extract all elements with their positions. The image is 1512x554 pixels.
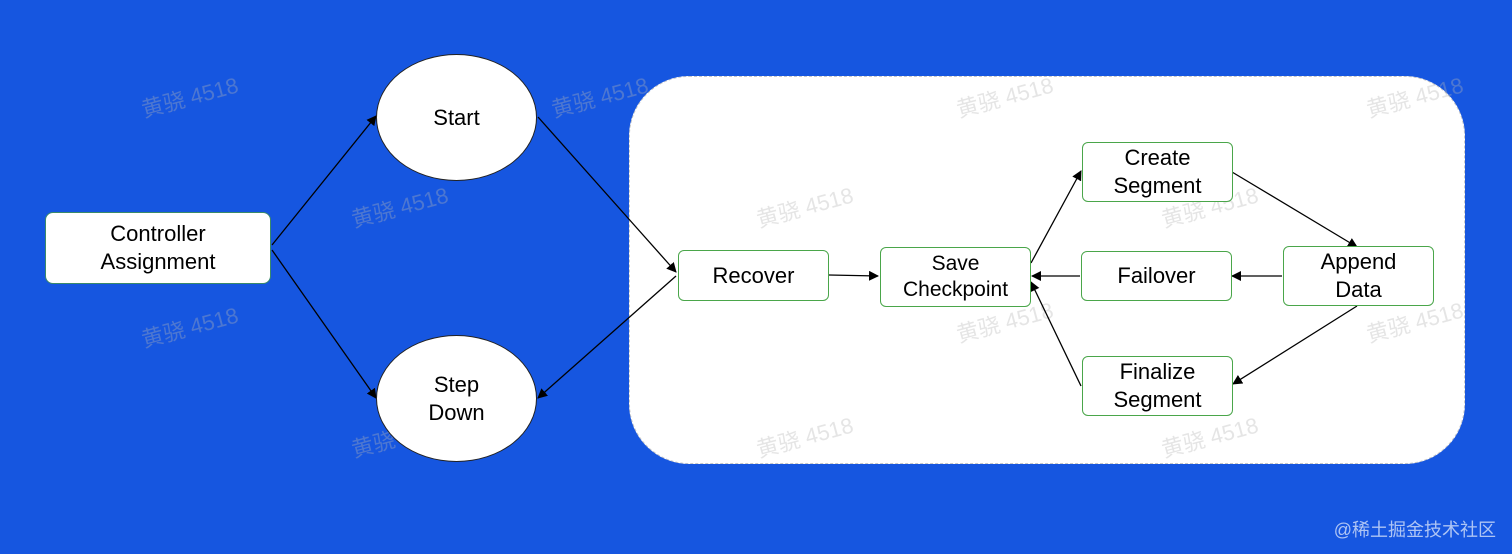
edge-recover-to-save-checkpoint	[828, 270, 879, 281]
finalize-segment-node: Finalize Segment	[1082, 356, 1233, 416]
append-data-node: Append Data	[1283, 246, 1434, 306]
edge-controller-to-start	[271, 115, 377, 246]
edge-finalize-to-save	[1030, 281, 1082, 387]
recover-node: Recover	[678, 250, 829, 301]
start-node: Start	[376, 54, 537, 181]
step-down-node: Step Down	[376, 335, 537, 462]
create-segment-node: Create Segment	[1082, 142, 1233, 202]
edge-save-to-create-segment	[1030, 170, 1082, 264]
edge-create-to-append	[1231, 171, 1358, 248]
edge-controller-to-step-down	[271, 249, 377, 399]
site-credit: @稀土掘金技术社区	[1333, 520, 1496, 540]
failover-node: Failover	[1081, 251, 1232, 301]
edge-recover-to-step-down	[537, 275, 677, 399]
edge-append-to-finalize	[1232, 305, 1358, 385]
edge-start-to-recover	[537, 116, 677, 273]
controller-assignment-node: Controller Assignment	[45, 212, 271, 284]
save-checkpoint-node: Save Checkpoint	[880, 247, 1031, 307]
